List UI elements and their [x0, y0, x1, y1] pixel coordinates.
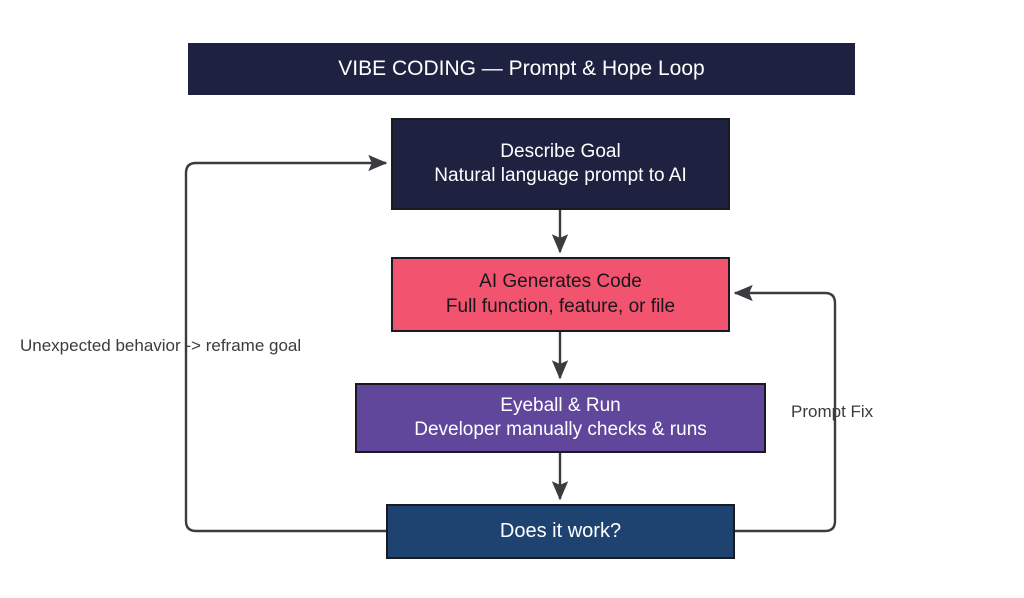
node-eyeball-run[interactable]: Eyeball & Run Developer manually checks …	[355, 383, 766, 453]
node-ai-generates-code[interactable]: AI Generates Code Full function, feature…	[391, 257, 730, 332]
node-describe-goal-title: Describe Goal	[500, 140, 621, 162]
diagram-title-banner: VIBE CODING — Prompt & Hope Loop	[188, 43, 855, 95]
node-ai-generates-code-title: AI Generates Code	[479, 271, 642, 293]
node-ai-generates-code-subtitle: Full function, feature, or file	[445, 295, 676, 317]
node-describe-goal-subtitle: Natural language prompt to AI	[434, 165, 687, 186]
node-describe-goal[interactable]: Describe Goal Natural language prompt to…	[391, 118, 730, 210]
diagram-title: VIBE CODING — Prompt & Hope Loop	[338, 56, 705, 80]
node-does-it-work[interactable]: Does it work?	[386, 504, 735, 559]
edge-label-unexpected-behavior: Unexpected behavior -> reframe goal	[20, 336, 302, 355]
node-eyeball-run-subtitle: Developer manually checks & runs	[414, 419, 707, 440]
node-does-it-work-title: Does it work?	[499, 519, 622, 542]
edge-label-prompt-fix: Prompt Fix	[791, 402, 874, 421]
node-eyeball-run-title: Eyeball & Run	[500, 394, 621, 416]
